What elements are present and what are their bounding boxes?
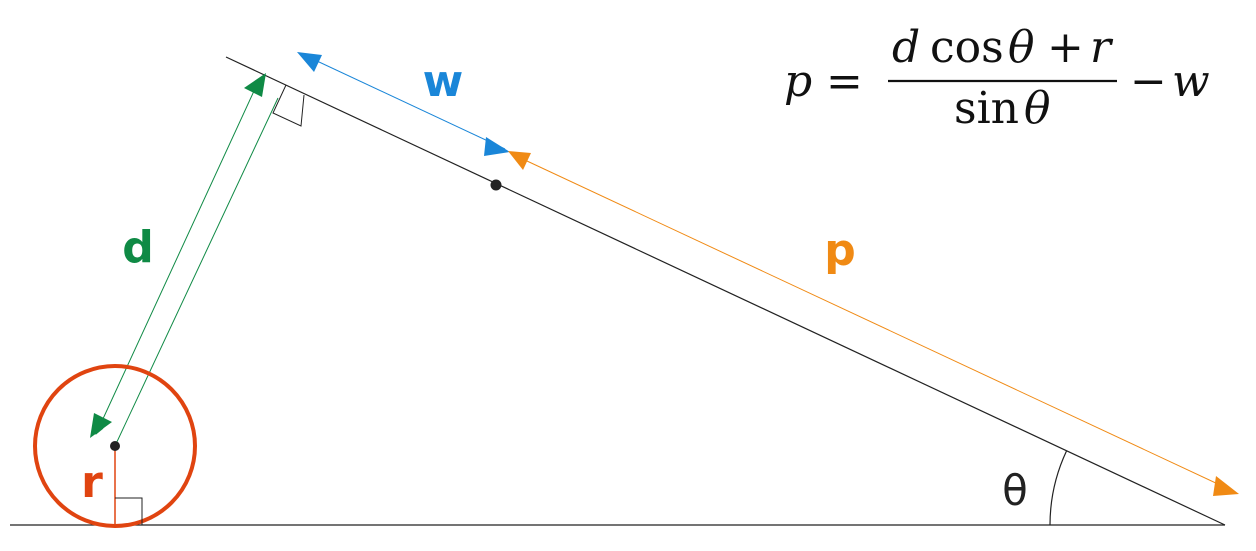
formula-numerator-theta: θ — [1008, 22, 1035, 73]
p-dimension-arrow — [511, 153, 1236, 493]
d-arrowhead-bottom — [90, 413, 112, 438]
theta-angle-arc — [1049, 450, 1068, 526]
formula-denominator-theta: θ — [1024, 83, 1051, 134]
d-arrowhead-top — [244, 73, 266, 97]
formula-denominator-sin: sin — [954, 83, 1019, 134]
formula-w: w — [1172, 56, 1210, 107]
w-arrowhead-left — [297, 52, 322, 72]
formula-numerator-cos: cos — [930, 22, 1004, 73]
w-arrowhead-right — [484, 137, 510, 156]
formula-equals: = — [826, 56, 863, 107]
p-label: p — [824, 225, 856, 276]
r-label: r — [81, 457, 103, 508]
w-dimension-arrow — [301, 53, 506, 150]
p-arrowhead-right — [1213, 476, 1239, 496]
theta-label: θ — [1002, 466, 1028, 515]
formula-numerator-d: d — [892, 22, 920, 73]
formula-numerator-plus: + — [1047, 22, 1084, 73]
formula-lhs: p — [784, 56, 812, 107]
formula: p = d cos θ + r sin θ − w — [784, 22, 1210, 134]
d-dimension-arrow — [95, 77, 261, 435]
right-angle-marker-ground — [115, 497, 143, 525]
formula-numerator-r: r — [1090, 22, 1114, 73]
circle-center-point — [110, 441, 120, 451]
slope-line — [225, 56, 1226, 526]
w-label: w — [423, 56, 464, 107]
d-label: d — [122, 222, 154, 273]
radius-circle — [33, 364, 197, 528]
p-arrowhead-left — [508, 151, 531, 170]
slope-point — [490, 179, 502, 191]
right-angle-marker-slope — [272, 84, 305, 127]
formula-minus: − — [1130, 56, 1167, 107]
